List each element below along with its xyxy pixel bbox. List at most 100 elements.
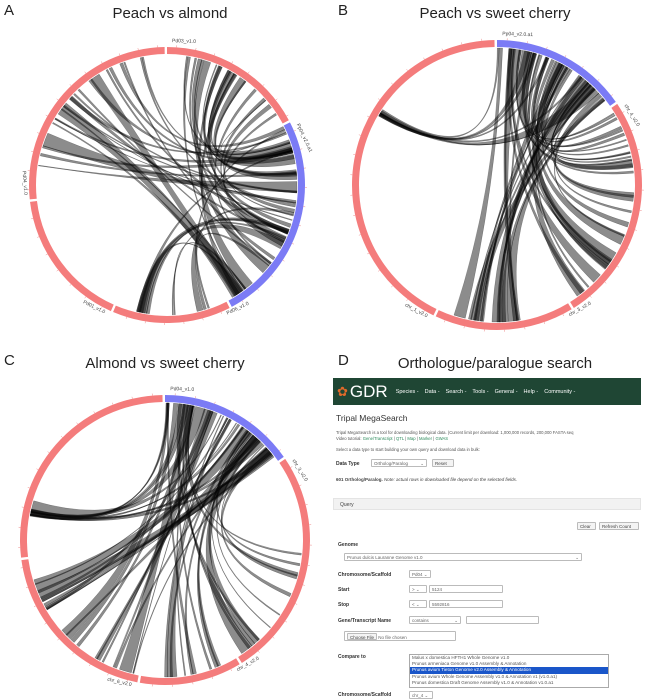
compare-option[interactable]: Malus x domestica HFTH1 Whole Genome v1.… [412, 655, 510, 660]
synteny-ribbon [550, 84, 626, 153]
gene-name-input[interactable] [466, 616, 539, 624]
tick-mark [282, 259, 285, 262]
tick-mark [272, 636, 275, 639]
circos-plot-b: Pp04_v2.0.a1chr_4_v2.0chr_3_v2.0chr_1_v2… [350, 31, 644, 332]
synteny-ribbon [511, 48, 601, 283]
tick-mark [293, 130, 296, 132]
tick-mark [295, 603, 298, 605]
stop-operator-select[interactable]: < ⌄ [409, 600, 427, 608]
nav-data[interactable]: Data - [424, 388, 440, 395]
ribbons [29, 402, 302, 678]
file-input[interactable]: Choose File No file chosen [344, 631, 456, 641]
chromosome-select[interactable]: Pd04 ⌄ [409, 570, 431, 578]
data-type-label: Data Type [336, 461, 360, 467]
compare-to-listbox[interactable]: Malus x domestica HFTH1 Whole Genome v1.… [409, 654, 609, 688]
genome-select[interactable]: Prunus dulcis Lauranne Genome v1.0⌄ [344, 553, 582, 561]
synteny-ribbon [552, 84, 634, 170]
compare-option[interactable]: Prunus domestica Draft Genome Assembly v… [412, 679, 554, 685]
gene-operator-select[interactable]: contains⌄ [409, 616, 461, 624]
nav-general[interactable]: General - [494, 388, 518, 395]
panel-letter-c: C [4, 352, 15, 369]
panel-title-a: Peach vs almond [112, 5, 228, 22]
chromosome-arc [228, 122, 305, 307]
tick-mark [298, 225, 301, 227]
nav-tools[interactable]: Tools - [472, 388, 489, 395]
tick-mark [444, 320, 446, 323]
nav-search[interactable]: Search - [445, 388, 467, 395]
synteny-ribbon [183, 56, 244, 292]
tick-mark [262, 84, 265, 86]
synteny-ribbon [166, 402, 197, 675]
gdr-logo[interactable]: GDR [349, 381, 388, 401]
tick-mark [214, 401, 216, 404]
tick-mark [546, 46, 548, 49]
tick-mark [69, 84, 72, 86]
tick-mark [118, 53, 121, 56]
tick-mark [202, 318, 204, 321]
synteny-ribbon [139, 57, 296, 208]
synteny-ribbon [40, 153, 297, 177]
synteny-ribbon [184, 404, 299, 577]
start-input[interactable]: 5124 [429, 585, 503, 593]
tick-mark [37, 132, 40, 134]
compare-option-selected[interactable]: Prunus avium Tieton Genome v2.0 Assembly… [410, 667, 608, 674]
no-file-text: No file chosen [378, 635, 407, 640]
chromosome-label: chr_6_v2.0 [107, 677, 133, 688]
tick-mark [423, 310, 425, 313]
chromosome-arc [30, 200, 114, 312]
chromosome-label: Pd03_v1.0 [172, 38, 196, 45]
link-gwas[interactable]: GWAS [435, 436, 449, 441]
tick-mark [211, 677, 214, 680]
tick-mark [44, 622, 47, 625]
link-marker[interactable]: Marker [419, 436, 433, 441]
compare-option[interactable]: Prunus armeniaca Genome v1.0 Assembly & … [412, 661, 527, 667]
reset-button[interactable]: Reset [432, 459, 454, 467]
tick-mark [270, 275, 273, 278]
choose-file-button[interactable]: Choose File [347, 633, 378, 640]
tick-mark [275, 98, 278, 101]
tick-mark [84, 71, 87, 74]
tick-mark [57, 638, 60, 641]
compare-option[interactable]: Prunus avium Whole Genome Assembly v1.0 … [412, 673, 558, 679]
chromosome-label: Chromosome/Scaffold [338, 572, 392, 578]
gdr-screenshot: ✿ GDR Species - Data - Search - Tools - … [333, 378, 641, 700]
tick-mark [562, 314, 564, 317]
gene-op-value: contains [412, 618, 429, 623]
link-map[interactable]: Map [407, 436, 416, 441]
synteny-ribbon [196, 436, 257, 668]
synteny-ribbon [173, 242, 247, 316]
nav-species[interactable]: Species - [395, 388, 419, 395]
chromosome-arc [165, 395, 284, 461]
tick-mark [627, 248, 630, 250]
tick-mark [220, 311, 222, 314]
video-tutorials: Video tutorial: Gene/Transcript | QTL | … [336, 436, 449, 441]
nav-community[interactable]: Community - [544, 388, 576, 395]
nav-help[interactable]: Help - [523, 388, 539, 395]
tick-mark [543, 322, 546, 325]
clear-button[interactable]: Clear [577, 522, 596, 530]
tick-mark [250, 420, 252, 423]
tick-mark [232, 410, 235, 413]
synteny-ribbon [453, 47, 503, 319]
data-type-select[interactable]: Ortholog/Paralog⌄ [371, 459, 427, 467]
synteny-ribbon [498, 81, 596, 323]
synteny-ribbon [73, 93, 298, 194]
link-qtl[interactable]: QTL [396, 436, 404, 441]
intro-text: Tripal MegaSearch is a tool for download… [336, 430, 574, 435]
synteny-ribbon [531, 57, 617, 265]
synteny-ribbon [480, 64, 565, 322]
data-type-value: Ortholog/Paralog [374, 461, 409, 466]
chromosome2-select[interactable]: chr_4 ⌄ [409, 691, 433, 699]
tick-mark [377, 98, 380, 100]
link-gene[interactable]: Gene/Transcript [362, 436, 393, 441]
tick-mark [101, 61, 103, 64]
tick-mark [291, 243, 294, 245]
tick-mark [582, 65, 584, 68]
tick-mark [441, 48, 443, 51]
start-operator-select[interactable]: > ⌄ [409, 585, 427, 593]
stop-input[interactable]: 5592816 [429, 600, 503, 608]
stop-label: Stop [338, 602, 350, 608]
tick-mark [590, 295, 592, 298]
refresh-count-button[interactable]: Refresh Count [599, 522, 639, 530]
